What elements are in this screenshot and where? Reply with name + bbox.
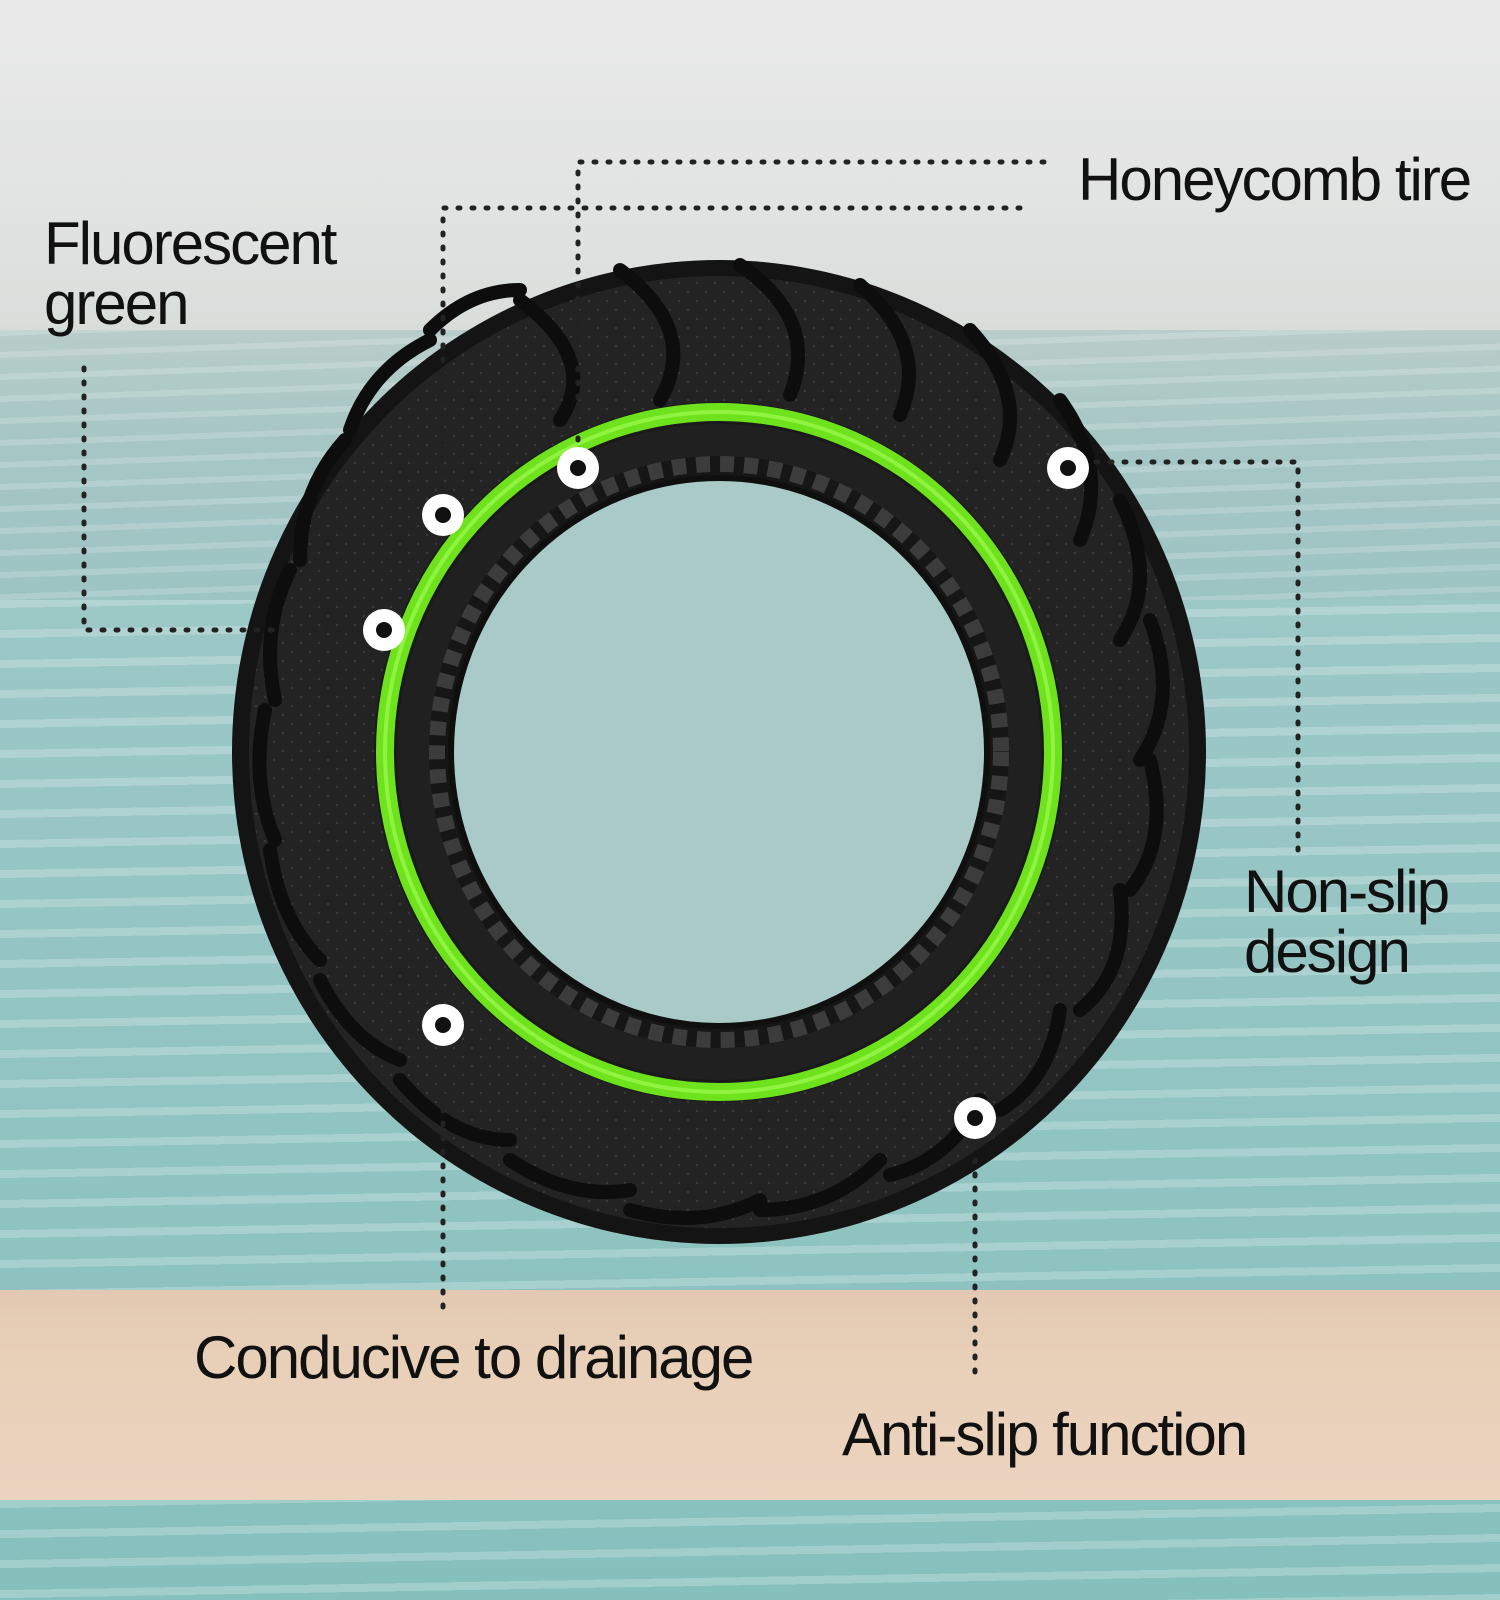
marker-drainage-icon bbox=[422, 1004, 464, 1046]
label-nonslip: Non-slip design bbox=[1244, 858, 1450, 985]
label-honeycomb: Honeycomb tire bbox=[1078, 146, 1472, 213]
marker-antislip-icon bbox=[954, 1097, 996, 1139]
label-fluorescent: Fluorescent green bbox=[44, 210, 337, 337]
tread-grooves bbox=[252, 258, 1170, 1225]
honeycomb-holes bbox=[429, 456, 1009, 1048]
marker-fluorescent-icon bbox=[363, 609, 405, 651]
tire bbox=[232, 258, 1206, 1244]
label-nonslip-line1: Non-slip bbox=[1244, 858, 1450, 925]
marker-nonslip-icon bbox=[1047, 447, 1089, 489]
label-antislip: Anti-slip function bbox=[842, 1401, 1248, 1468]
stone-ledge bbox=[0, 1290, 1500, 1500]
callout-markers bbox=[363, 447, 1089, 1139]
marker-honeycomb-icon bbox=[557, 447, 599, 489]
marker-fluorescent-top-icon bbox=[422, 494, 464, 536]
label-drainage-text: Conducive to drainage bbox=[194, 1324, 754, 1391]
label-fluorescent-line2: green bbox=[44, 270, 189, 337]
label-nonslip-line2: design bbox=[1244, 918, 1411, 985]
leader-lines bbox=[81, 159, 1301, 1378]
tire-illustration bbox=[81, 159, 1301, 1378]
label-honeycomb-text: Honeycomb tire bbox=[1078, 146, 1472, 213]
label-drainage: Conducive to drainage bbox=[194, 1324, 754, 1391]
label-antislip-text: Anti-slip function bbox=[842, 1401, 1248, 1468]
label-fluorescent-line1: Fluorescent bbox=[44, 210, 337, 277]
